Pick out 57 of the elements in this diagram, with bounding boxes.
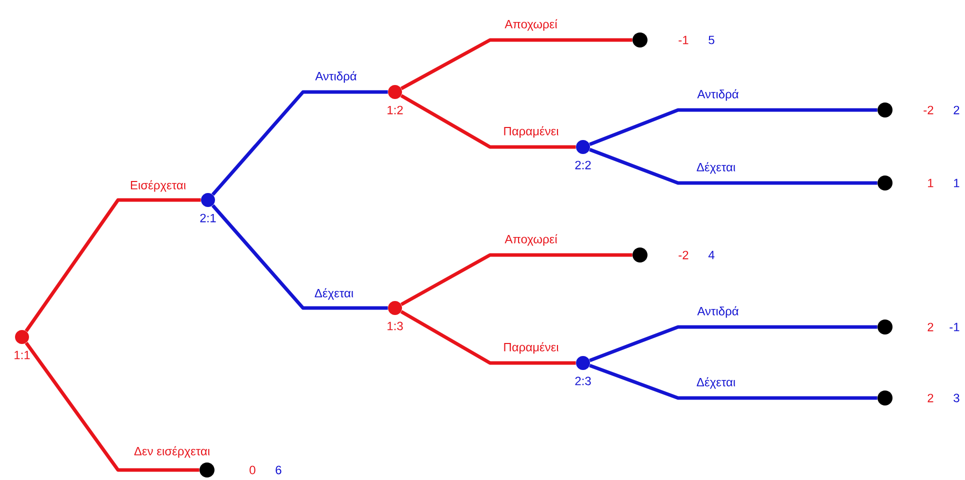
decision-node <box>388 301 402 315</box>
edge-label: Αντιδρά <box>696 88 740 102</box>
edge-label: Δέχεται <box>313 287 355 301</box>
branch-line <box>589 364 878 400</box>
decision-node <box>576 356 590 370</box>
end-node <box>200 462 214 478</box>
branch-line <box>400 94 576 149</box>
payoff-value: -1 <box>678 36 688 44</box>
branch-line <box>589 108 878 146</box>
edge-label: Αποχωρεί <box>504 18 558 32</box>
payoff-value: 6 <box>276 466 282 474</box>
edge-label: Παραμένει <box>502 125 560 139</box>
payoff-value: -2 <box>924 106 934 114</box>
end-node <box>632 248 648 262</box>
edge-label: Αντιδρά <box>314 70 358 84</box>
decision-node <box>15 330 29 344</box>
end-node <box>878 102 892 118</box>
decision-node <box>201 193 215 207</box>
node-label: 1:3 <box>388 322 403 330</box>
edge-label: Δεν εισέρχεται <box>132 445 212 459</box>
branch-line <box>589 325 878 362</box>
edge-label: Εισέρχεται <box>128 179 188 193</box>
decision-node <box>388 85 402 99</box>
end-node <box>878 390 892 406</box>
branch-line <box>24 342 200 472</box>
payoff-value: 2 <box>928 394 934 402</box>
edge-label: Αποχωρεί <box>504 233 558 247</box>
node-label: 1:2 <box>388 106 403 114</box>
edge-label: Δέχεται <box>695 161 737 175</box>
payoff-value: 0 <box>250 466 256 474</box>
payoff-value: 5 <box>708 36 714 44</box>
end-node <box>878 176 892 190</box>
payoff-value: 1 <box>954 178 960 188</box>
node-label: 2:3 <box>575 376 591 386</box>
payoff-value: 2 <box>928 322 934 332</box>
payoff-value: 4 <box>708 250 714 260</box>
branch-line <box>400 253 632 306</box>
node-label: 2:2 <box>575 160 591 170</box>
branch-line <box>24 198 201 332</box>
node-label: 1:1 <box>14 350 30 360</box>
end-node <box>632 32 648 48</box>
branch-line <box>211 204 388 310</box>
edge-label: Αντιδρά <box>696 305 740 319</box>
edge-label: Παραμένει <box>502 341 560 355</box>
branch-line <box>211 90 388 196</box>
node-label: 2:1 <box>200 214 216 222</box>
payoff-value: 3 <box>954 394 960 402</box>
end-node <box>878 320 892 334</box>
branch-line <box>400 38 632 90</box>
payoff-value: -1 <box>950 322 960 332</box>
payoff-value: -2 <box>678 250 688 260</box>
decision-node <box>576 140 590 154</box>
branch-line <box>589 148 878 185</box>
edge-label: Δέχεται <box>695 376 737 390</box>
payoff-value: 2 <box>954 106 960 114</box>
payoff-value: 1 <box>928 178 934 188</box>
branch-line <box>400 310 576 365</box>
